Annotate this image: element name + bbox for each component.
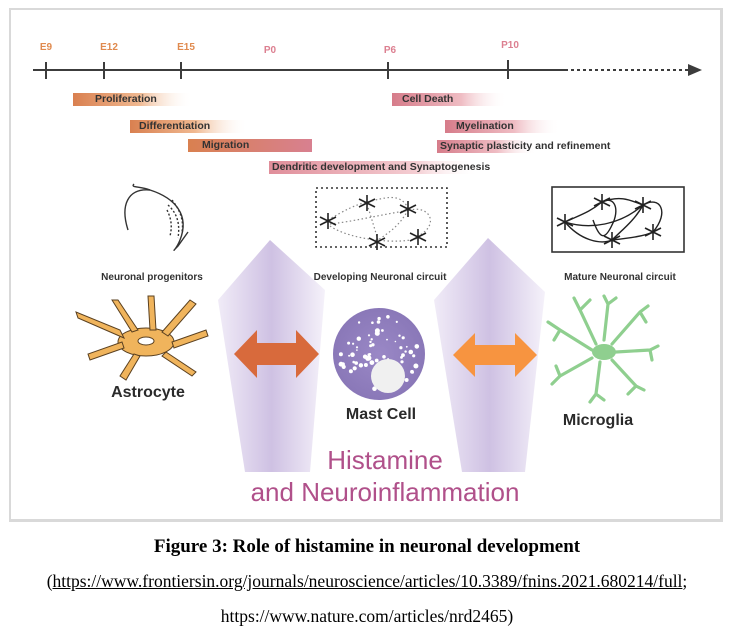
tick-label-e15: E15 xyxy=(177,42,195,53)
ref-close-paren: ) xyxy=(507,606,514,626)
mast-cell-granule xyxy=(348,369,353,374)
mast-cell-granule xyxy=(414,344,420,349)
mast-cell-granule xyxy=(366,355,372,361)
label-developing-circuit: Developing Neuronal circuit xyxy=(313,272,447,283)
mast-cell-granule xyxy=(350,352,355,358)
phase-label-myelination: Myelination xyxy=(456,120,514,132)
mast-cell-granule xyxy=(374,328,380,334)
mast-cell-icon xyxy=(333,308,425,400)
mast-cell-granule xyxy=(348,354,351,357)
figure-caption-ref1-line: (https://www.frontiersin.org/journals/ne… xyxy=(0,571,734,592)
bar-migration xyxy=(188,139,312,152)
mast-cell-granule xyxy=(363,363,368,367)
mast-cell-granule xyxy=(412,354,416,358)
phase-label-cell-death: Cell Death xyxy=(402,93,454,105)
mast-cell-granule xyxy=(356,349,358,351)
tick-label-e9: E9 xyxy=(39,42,53,53)
mast-cell-granule xyxy=(410,351,413,354)
mast-cell-granule xyxy=(355,346,359,349)
mast-cell-granule xyxy=(371,321,374,325)
microglia-icon xyxy=(546,294,660,404)
mast-cell-granule xyxy=(399,346,403,350)
bar-proliferation xyxy=(73,93,193,106)
phase-label-proliferation: Proliferation xyxy=(95,93,157,105)
ref-open-paren: ( xyxy=(46,571,53,591)
mast-cell-granule xyxy=(356,336,361,341)
right-double-arrow-icon xyxy=(453,333,537,377)
mast-cell-granule xyxy=(413,363,419,369)
histamine-title-line1: Histamine xyxy=(327,445,443,475)
mast-cell-granule xyxy=(358,363,364,368)
bar-synaptic xyxy=(437,140,537,153)
mast-cell-granule xyxy=(369,360,375,365)
mast-cell-granule xyxy=(352,342,355,345)
mast-cell-granule xyxy=(377,316,381,321)
mast-cell-granule xyxy=(382,355,386,359)
figure-caption-title: Figure 3: Role of histamine in neuronal … xyxy=(153,536,581,557)
mast-cell-granule xyxy=(341,364,346,369)
mast-cell-granule xyxy=(395,320,398,323)
bar-dendritic xyxy=(269,161,479,174)
mast-cell-granule xyxy=(369,344,373,348)
ref-link-nature[interactable]: https://www.nature.com/articles/nrd2465 xyxy=(220,606,508,626)
mast-cell-granule xyxy=(347,341,351,345)
figure-caption-ref2-line: https://www.nature.com/articles/nrd2465) xyxy=(0,606,734,627)
label-mature-circuit: Mature Neuronal circuit xyxy=(564,272,676,283)
label-microglia: Microglia xyxy=(562,412,634,429)
mast-cell-granule xyxy=(394,340,397,343)
label-neuronal-progenitors: Neuronal progenitors xyxy=(101,272,203,283)
tick-label-p6: P6 xyxy=(383,45,397,56)
timeline-ticks xyxy=(45,60,509,79)
mast-cell-granule xyxy=(367,353,371,357)
mast-cell-granule xyxy=(376,320,381,324)
mast-cell-granule xyxy=(398,334,401,337)
mast-cell-granule xyxy=(400,360,404,364)
tick-label-p0: P0 xyxy=(263,45,277,56)
mast-cell-granule xyxy=(411,371,414,374)
mast-cell-granule xyxy=(352,366,357,371)
mast-cell-granule xyxy=(352,360,356,364)
mast-cell-granule xyxy=(338,361,344,367)
mast-cell-granule xyxy=(386,338,388,341)
tick-label-p10: P10 xyxy=(501,40,519,51)
mast-cell-granule xyxy=(381,329,384,332)
ref-separator: ; xyxy=(682,571,688,591)
astrocyte-icon xyxy=(75,295,209,381)
mast-cell-granule xyxy=(401,353,405,357)
neuronal-progenitors-icon xyxy=(124,183,189,251)
mast-cell-granule xyxy=(374,358,379,363)
phase-label-dendritic: Dendritic development and Synaptogenesis xyxy=(272,161,491,173)
mast-cell-granule xyxy=(367,334,371,337)
mast-cell-granule xyxy=(369,340,372,344)
mast-cell-granule xyxy=(404,350,407,353)
label-astrocyte: Astrocyte xyxy=(111,384,185,401)
label-mast-cell: Mast Cell xyxy=(345,406,417,423)
bar-differentiation xyxy=(130,120,248,133)
tick-label-e12: E12 xyxy=(100,42,118,53)
mast-cell-granule xyxy=(338,352,343,357)
mast-cell-granule xyxy=(405,345,408,348)
mast-cell-granule xyxy=(401,336,405,340)
mast-cell-granule xyxy=(370,338,373,341)
mast-cell-granule xyxy=(357,321,361,324)
mature-circuit-icon xyxy=(551,186,685,253)
phase-label-differentiation: Differentiation xyxy=(139,120,211,132)
mast-cell-granule xyxy=(354,361,359,365)
mast-cell-granule xyxy=(362,354,368,359)
developing-circuit-icon xyxy=(315,187,448,250)
ref-link-frontiers[interactable]: https://www.frontiersin.org/journals/neu… xyxy=(52,571,683,591)
mast-cell-granule xyxy=(404,378,409,382)
phase-label-synaptic: Synaptic plasticity and refinement xyxy=(440,140,611,152)
bar-myelination xyxy=(445,120,560,133)
phase-label-migration: Migration xyxy=(202,139,250,151)
mast-cell-granule xyxy=(386,315,390,319)
left-double-arrow-icon xyxy=(234,330,319,378)
bar-cell-death xyxy=(392,93,507,106)
histamine-title-line2: and Neuroinflammation xyxy=(250,477,520,507)
timeline-arrowhead-icon xyxy=(688,64,702,76)
